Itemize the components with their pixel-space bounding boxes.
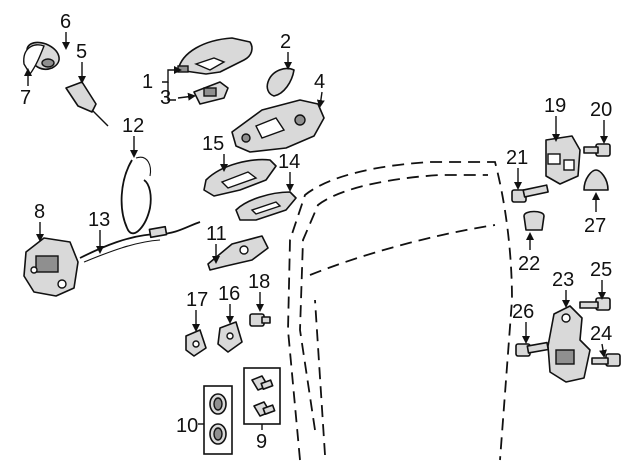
callout-4: 4: [314, 71, 325, 93]
callout-24: 24: [590, 323, 612, 345]
part-9-bolt-set: [243, 367, 281, 425]
part-5-lock-cylinder: [65, 81, 109, 127]
part-17-spacer: [185, 329, 207, 357]
part-26-bolt: [515, 341, 550, 357]
callout-labels: 1 2 3 4 5 6 7 8 9 10 11 12 13 14 15 16 1…: [20, 11, 612, 453]
callout-10: 10: [176, 415, 198, 437]
callout-21: 21: [506, 147, 528, 169]
callout-25: 25: [590, 259, 612, 281]
part-1-outside-door-handle: [177, 37, 253, 75]
callout-13: 13: [88, 209, 110, 231]
part-19-door-hinge: [545, 135, 581, 185]
part-8-door-latch: [23, 237, 79, 297]
part-23-door-check: [547, 305, 591, 383]
callout-15: 15: [202, 133, 224, 155]
part-14-inside-handle-bezel: [235, 191, 297, 221]
callout-16: 16: [218, 283, 240, 305]
part-12-lock-cable: [120, 156, 152, 235]
callout-5: 5: [76, 41, 87, 63]
callout-18: 18: [248, 271, 270, 293]
callout-1: 1: [142, 71, 153, 93]
part-18-screw: [249, 313, 271, 327]
door-shell-outline: [287, 161, 513, 461]
callout-8: 8: [34, 201, 45, 223]
callout-19: 19: [544, 95, 566, 117]
callout-9: 9: [256, 431, 267, 453]
part-7-handle-end-cap: [23, 44, 45, 76]
leader-lines: [24, 32, 608, 430]
part-21-bolt: [511, 184, 549, 203]
callout-26: 26: [512, 301, 534, 323]
callout-22: 22: [518, 253, 540, 275]
callout-11: 11: [206, 223, 227, 245]
part-25-bolt: [579, 297, 611, 311]
part-27-cap: [583, 169, 609, 191]
callout-6: 6: [60, 11, 71, 33]
part-22-plug: [523, 210, 545, 231]
callout-14: 14: [278, 151, 300, 173]
part-15-inside-handle: [203, 158, 277, 197]
part-3-handle-bezel: [193, 81, 229, 105]
part-11-bracket: [207, 235, 269, 271]
callout-20: 20: [590, 99, 612, 121]
callout-23: 23: [552, 269, 574, 291]
part-2-handle-pad: [266, 67, 295, 97]
callout-12: 12: [122, 115, 144, 137]
callout-2: 2: [280, 31, 291, 53]
callout-17: 17: [186, 289, 208, 311]
callout-7: 7: [20, 87, 31, 109]
callout-27: 27: [584, 215, 606, 237]
part-4-handle-bracket: [231, 99, 325, 153]
part-10-plug-set: [203, 385, 233, 455]
callout-3: 3: [160, 87, 171, 109]
part-20-hinge-bolt: [583, 143, 611, 157]
part-16-bracket: [217, 321, 243, 353]
part-24-bolt: [591, 353, 621, 367]
